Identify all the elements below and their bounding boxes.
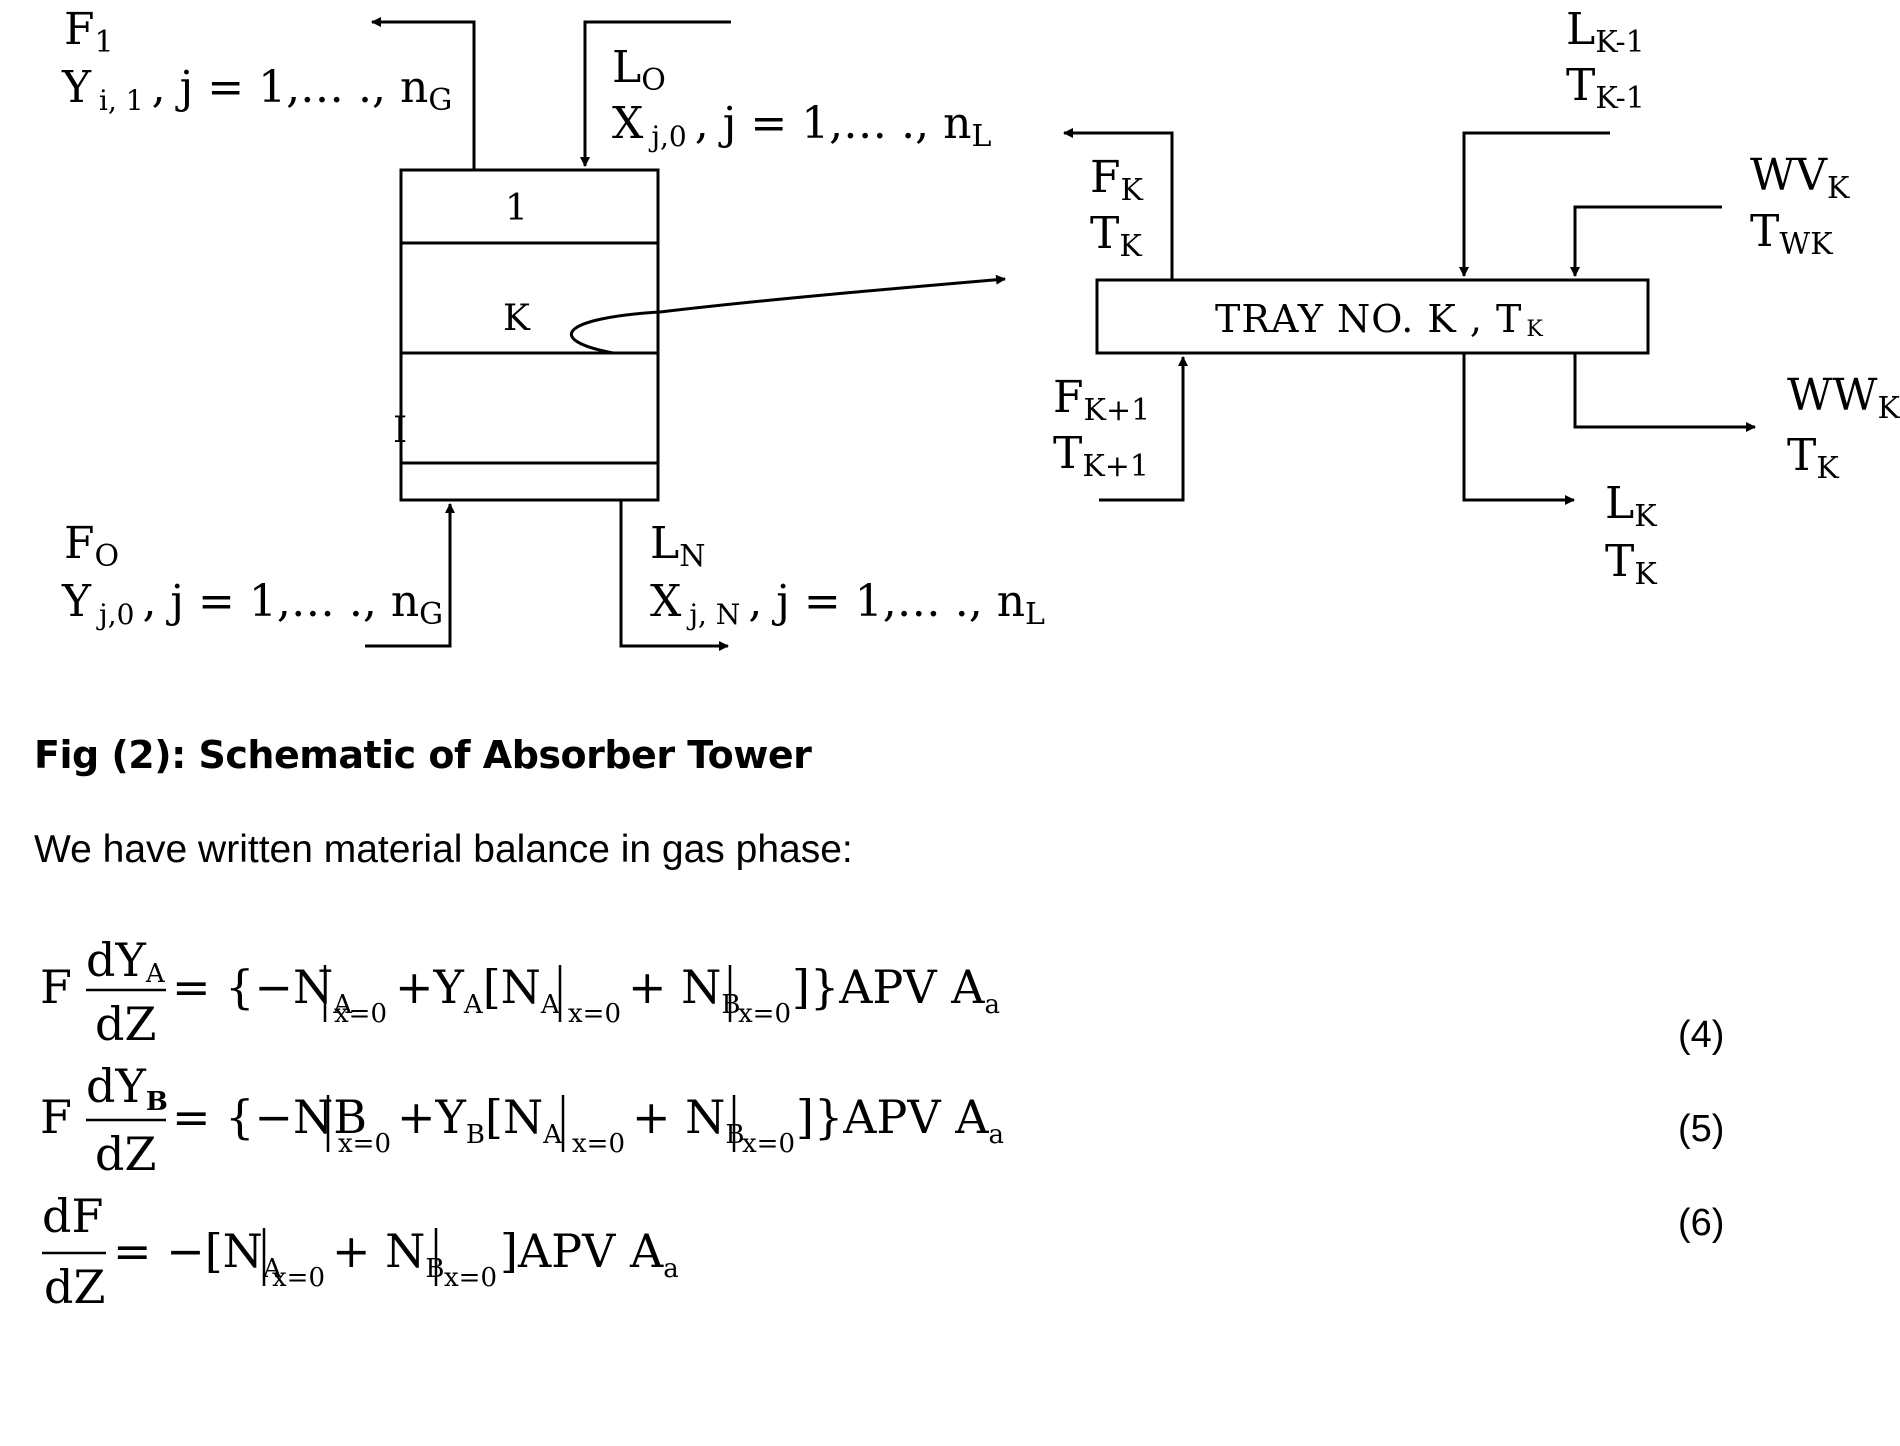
intro-text: We have written material balance in gas … [34,828,853,871]
svg-text:dZ: dZ [44,1260,105,1314]
label-ww: WWK TK [1787,370,1900,486]
svg-text:+YA[NA: +YA[NA [395,960,561,1020]
svg-text:LK: LK [1605,478,1657,534]
svg-text:F: F [40,1090,72,1144]
figure-caption: Fig (2): Schematic of Absorber Tower [34,733,812,777]
svg-text:Yi, 1, j = 1,… ., nG: Yi, 1, j = 1,… ., nG [61,62,452,118]
label-wv: WVK TWK [1750,150,1850,262]
svg-text:FO: FO [64,518,119,574]
top-liquid-in-line [580,20,731,167]
svg-text:FK+1: FK+1 [1053,372,1150,428]
svg-text:+YB[NA: +YB[NA [397,1090,563,1150]
svg-text:x=0: x=0 [742,1129,795,1159]
svg-text:x=0: x=0 [444,1263,497,1293]
svg-text:x=0: x=0 [338,1129,391,1159]
zoom-pointer [569,274,1006,355]
svg-text:]APV Aa: ]APV Aa [500,1224,679,1284]
svg-text:x=0: x=0 [568,999,621,1029]
svg-text:Xj, N, j = 1,… ., nL: Xj, N, j = 1,… ., nL [650,576,1045,632]
svg-text:x=0: x=0 [738,999,791,1029]
svg-text:Yj,0, j = 1,… ., nG: Yj,0, j = 1,… ., nG [61,576,443,632]
svg-text:dF: dF [42,1189,103,1243]
bottom-liquid-out-line [619,500,729,651]
svg-text:x=0: x=0 [272,1263,325,1293]
svg-text:LO: LO [612,42,666,98]
tower-column [399,168,660,502]
svg-text:dYB: dYB [86,1059,168,1117]
svg-text:dZ: dZ [95,997,156,1051]
svg-text:F: F [40,960,72,1014]
svg-text:+ NB: + NB [632,1090,745,1150]
tray-liquid-out-line [1462,353,1575,505]
svg-text:x=0: x=0 [334,999,387,1029]
tray-1-label: 1 [505,188,528,229]
svg-text:FK: FK [1090,152,1144,208]
tray-k-box [1095,278,1650,355]
svg-text:]}APV Aa: ]}APV Aa [792,960,1000,1020]
label-lk-minus-1: LK-1 TK-1 [1566,4,1645,116]
svg-text:TK: TK [1090,208,1142,264]
label-fk: FK TK [1090,152,1144,264]
svg-text:= {−NB: = {−NB [172,1090,367,1144]
tray-vapor-in-line [1099,356,1188,502]
top-gas-out-line [371,17,476,170]
svg-text:TWK: TWK [1750,206,1833,262]
svg-text:dYA: dYA [86,933,166,989]
svg-text:dZ: dZ [95,1127,156,1181]
equation-6: dF dZ = −[NA x=0 + NB x=0 ]APV Aa [42,1189,679,1314]
tray-wv-in-line [1570,205,1722,277]
svg-text:Xj,0, j = 1,… ., nL: Xj,0, j = 1,… ., nL [612,98,991,154]
tray-ww-out-line [1573,353,1756,432]
svg-text:TK+1: TK+1 [1053,428,1149,484]
svg-text:WVK: WVK [1750,150,1850,206]
svg-text:= −[NA: = −[NA [113,1224,283,1284]
svg-text:LN: LN [650,518,705,574]
svg-text:TK: TK [1605,536,1657,592]
tower [399,168,660,502]
svg-text:+ NB: + NB [628,960,741,1020]
svg-text:TK: TK [1787,430,1839,486]
tray-liquid-in-line [1459,131,1610,277]
equation-number-4: (4) [1678,1014,1725,1056]
equation-5: F dYB dZ = {−NB x=0 +YB[NA x=0 + NB x=0 … [40,1059,1004,1181]
svg-text:F1: F1 [64,4,114,60]
tray-stray-label: I [393,410,407,451]
equation-4: F dYA dZ = {−NA x=0 +YA[NA x=0 + NB x=0 … [40,933,1000,1051]
svg-text:]}APV Aa: ]}APV Aa [796,1090,1004,1150]
svg-text:WWK: WWK [1787,370,1900,426]
svg-text:= {−NA: = {−NA [172,960,353,1020]
svg-text:LK-1: LK-1 [1566,4,1645,60]
svg-text:TK-1: TK-1 [1566,60,1645,116]
bottom-gas-in-line [365,503,455,648]
equation-number-5: (5) [1678,1108,1725,1150]
tray-k-label: K [503,298,531,339]
svg-text:x=0: x=0 [572,1129,625,1159]
svg-text:+ NB: + NB [332,1224,445,1284]
tray-vapor-out-line [1063,128,1174,280]
equation-number-6: (6) [1678,1202,1725,1244]
label-fk-plus-1: FK+1 TK+1 [1053,372,1150,484]
label-lk: LK TK [1605,478,1657,592]
